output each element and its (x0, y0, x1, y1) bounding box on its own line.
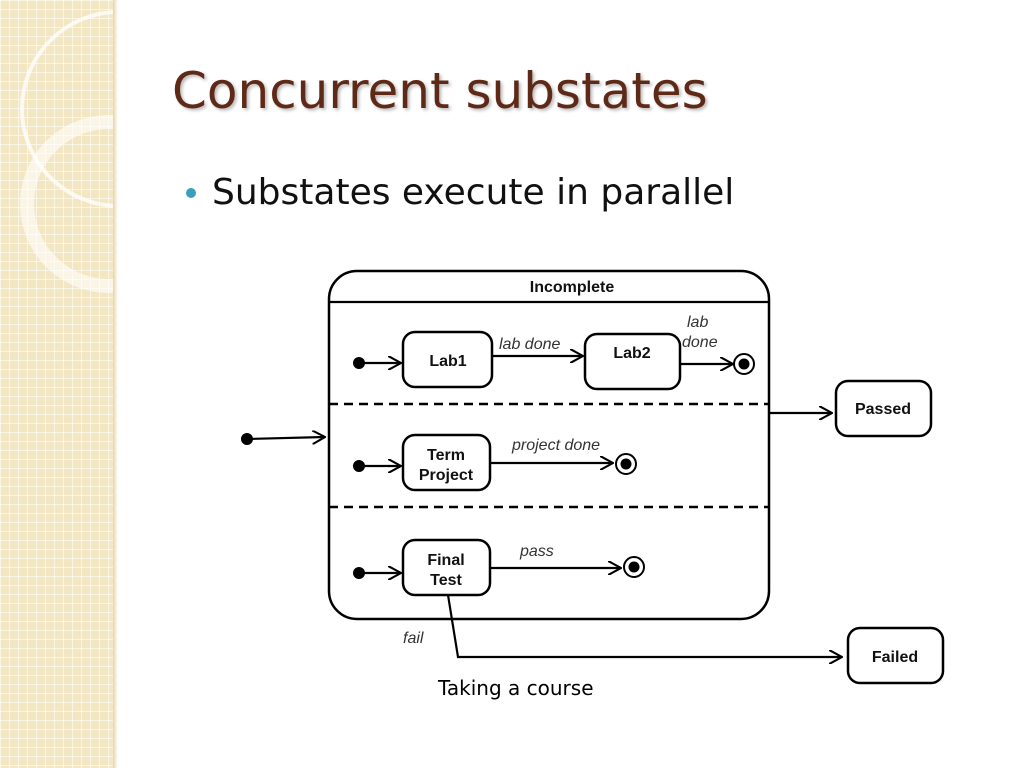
final-state-dot (738, 358, 750, 370)
state-lab2 (583, 332, 682, 391)
state-lab1 (401, 330, 494, 389)
state-label: Lab1 (429, 353, 466, 370)
state-label: Passed (855, 401, 911, 418)
slide-title: Concurrent substates (172, 62, 708, 120)
final-state-dot (620, 458, 632, 470)
transition-arrow (446, 594, 842, 657)
bullet-item: Substates execute in parallel (186, 172, 734, 213)
state-label: Final (427, 552, 464, 569)
state-failed (846, 626, 945, 685)
transition-label: lab done (499, 336, 560, 353)
state-label: Term (427, 447, 465, 464)
state-label: Project (419, 467, 474, 484)
transition-arrow (246, 437, 325, 439)
sidebar-edge (113, 0, 118, 768)
transition-label: fail (403, 630, 424, 647)
transition-label: lab (687, 314, 708, 331)
state-label: Test (430, 572, 462, 589)
decorative-sidebar (0, 0, 113, 768)
transition-label: done (682, 334, 718, 351)
transition-label: pass (519, 543, 554, 560)
state-label: Lab2 (613, 345, 650, 362)
final-state-dot (628, 561, 640, 573)
state-label: Failed (872, 649, 918, 666)
transition-label: project done (511, 437, 600, 454)
bullet-dot-icon (186, 187, 196, 198)
state-passed (834, 379, 933, 438)
bullet-text: Substates execute in parallel (212, 172, 735, 213)
diagram-caption: Taking a course (438, 676, 594, 700)
composite-state-label: Incomplete (530, 279, 615, 296)
